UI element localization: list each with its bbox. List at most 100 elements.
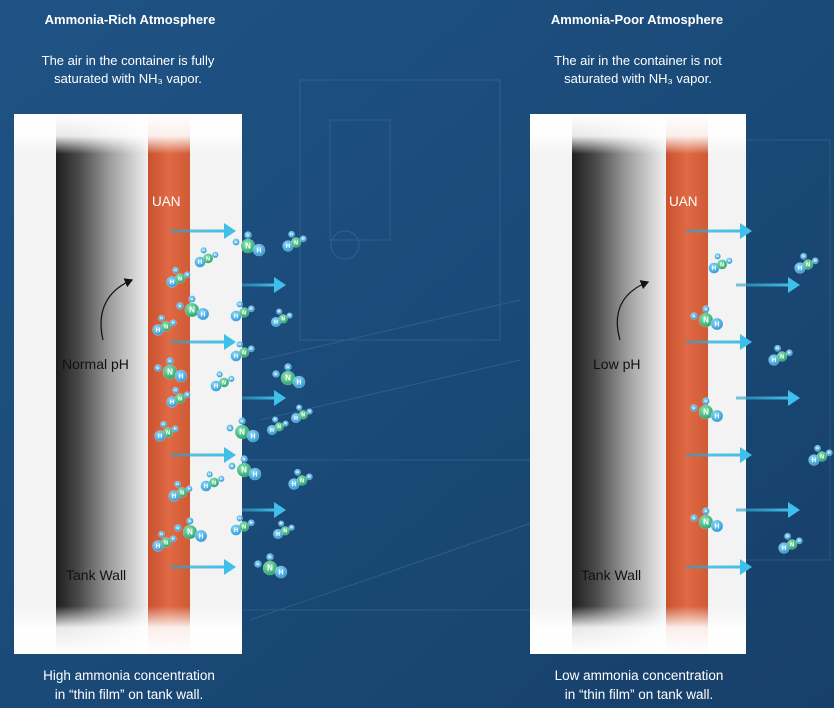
svg-text:H: H [191,296,194,301]
svg-text:H: H [214,383,219,390]
hydrogen-atom: H [194,529,208,543]
hydrogen-atom: H [266,424,278,436]
svg-text:H: H [156,327,161,334]
svg-text:N: N [300,478,304,484]
hydrogen-atom: H [690,312,698,320]
hydrogen-atom: H [278,520,285,527]
tank-wall-label: Tank Wall [581,567,642,583]
svg-text:H: H [715,321,720,328]
svg-text:H: H [296,470,299,474]
escape-arrow [686,334,752,350]
tank-wall-label: Tank Wall [66,567,127,583]
svg-text:H: H [208,472,211,476]
svg-text:H: H [290,232,293,236]
svg-text:N: N [301,412,305,418]
hydrogen-atom: H [272,370,280,378]
svg-text:H: H [280,522,283,526]
hydrogen-atom: H [169,535,177,543]
background-texture [229,79,831,621]
escape-arrow [242,277,286,293]
hydrogen-atom: H [282,420,289,427]
svg-text:N: N [267,564,273,573]
svg-text:H: H [186,273,189,277]
svg-text:N: N [820,454,824,460]
svg-text:H: H [294,416,298,422]
svg-text:H: H [257,561,260,566]
hydrogen-atom: H [795,537,803,545]
svg-text:H: H [238,342,241,346]
hydrogen-atom: H [172,386,180,394]
description-line: The air in the container is not [554,53,722,68]
hydrogen-atom: H [246,429,260,443]
svg-text:H: H [279,569,284,576]
hydrogen-atom: H [185,485,193,493]
svg-text:H: H [286,243,291,250]
hydrogen-atom: H [236,514,244,522]
hydrogen-atom: H [166,396,178,408]
svg-text:H: H [199,533,204,540]
hydrogen-atom: H [811,257,819,265]
hydrogen-atom: H [702,305,710,313]
svg-text:H: H [174,388,177,392]
svg-text:N: N [245,242,251,251]
svg-text:H: H [157,365,160,370]
svg-text:H: H [788,351,791,355]
svg-text:N: N [806,262,810,268]
hydrogen-atom: H [690,404,698,412]
hydrogen-atom: H [710,409,724,423]
description-line: saturated with NH₃ vapor. [564,71,712,86]
svg-text:H: H [269,554,272,559]
svg-text:H: H [172,537,175,541]
svg-text:H: H [278,310,281,314]
svg-text:H: H [170,279,175,286]
escape-arrow [736,277,800,293]
escape-arrow [170,334,236,350]
svg-text:H: H [220,477,223,481]
svg-text:H: H [776,346,779,350]
svg-text:H: H [169,358,172,363]
hydrogen-atom: H [232,238,240,246]
panel-rich-description: The air in the container is fully satura… [0,52,256,88]
svg-text:H: H [188,487,191,491]
svg-text:H: H [243,456,246,461]
film-label-uan: UAN [152,194,181,209]
caption-line: in “thin film” on tank wall. [564,687,714,702]
svg-text:H: H [693,405,696,410]
escape-arrow [170,559,236,575]
svg-text:H: H [802,254,805,258]
svg-text:N: N [242,524,246,530]
svg-text:N: N [283,528,287,534]
hydrogen-atom: H [158,530,166,538]
caption-line: Low ammonia concentration [554,668,724,683]
svg-text:H: H [177,525,180,530]
nitrogen-atom: N [160,321,172,332]
svg-text:H: H [288,314,291,318]
hydrogen-atom: H [294,468,302,476]
svg-text:N: N [703,518,709,527]
nitrogen-atom: N [160,537,172,548]
description-line: saturated with NH₃ vapor. [54,71,202,86]
svg-text:H: H [158,433,163,440]
svg-text:N: N [166,430,170,436]
hydrogen-atom: H [174,480,182,488]
hydrogen-atom: H [288,524,295,531]
nitrogen-atom: N [278,314,288,324]
svg-text:H: H [270,428,274,434]
svg-text:H: H [176,482,179,486]
tank-wall [14,114,242,654]
nitrogen-atom: N [280,526,290,536]
svg-text:N: N [703,316,709,325]
nitrogen-atom: N [238,307,250,318]
svg-text:H: H [705,398,708,403]
hydrogen-atom: H [236,300,244,308]
